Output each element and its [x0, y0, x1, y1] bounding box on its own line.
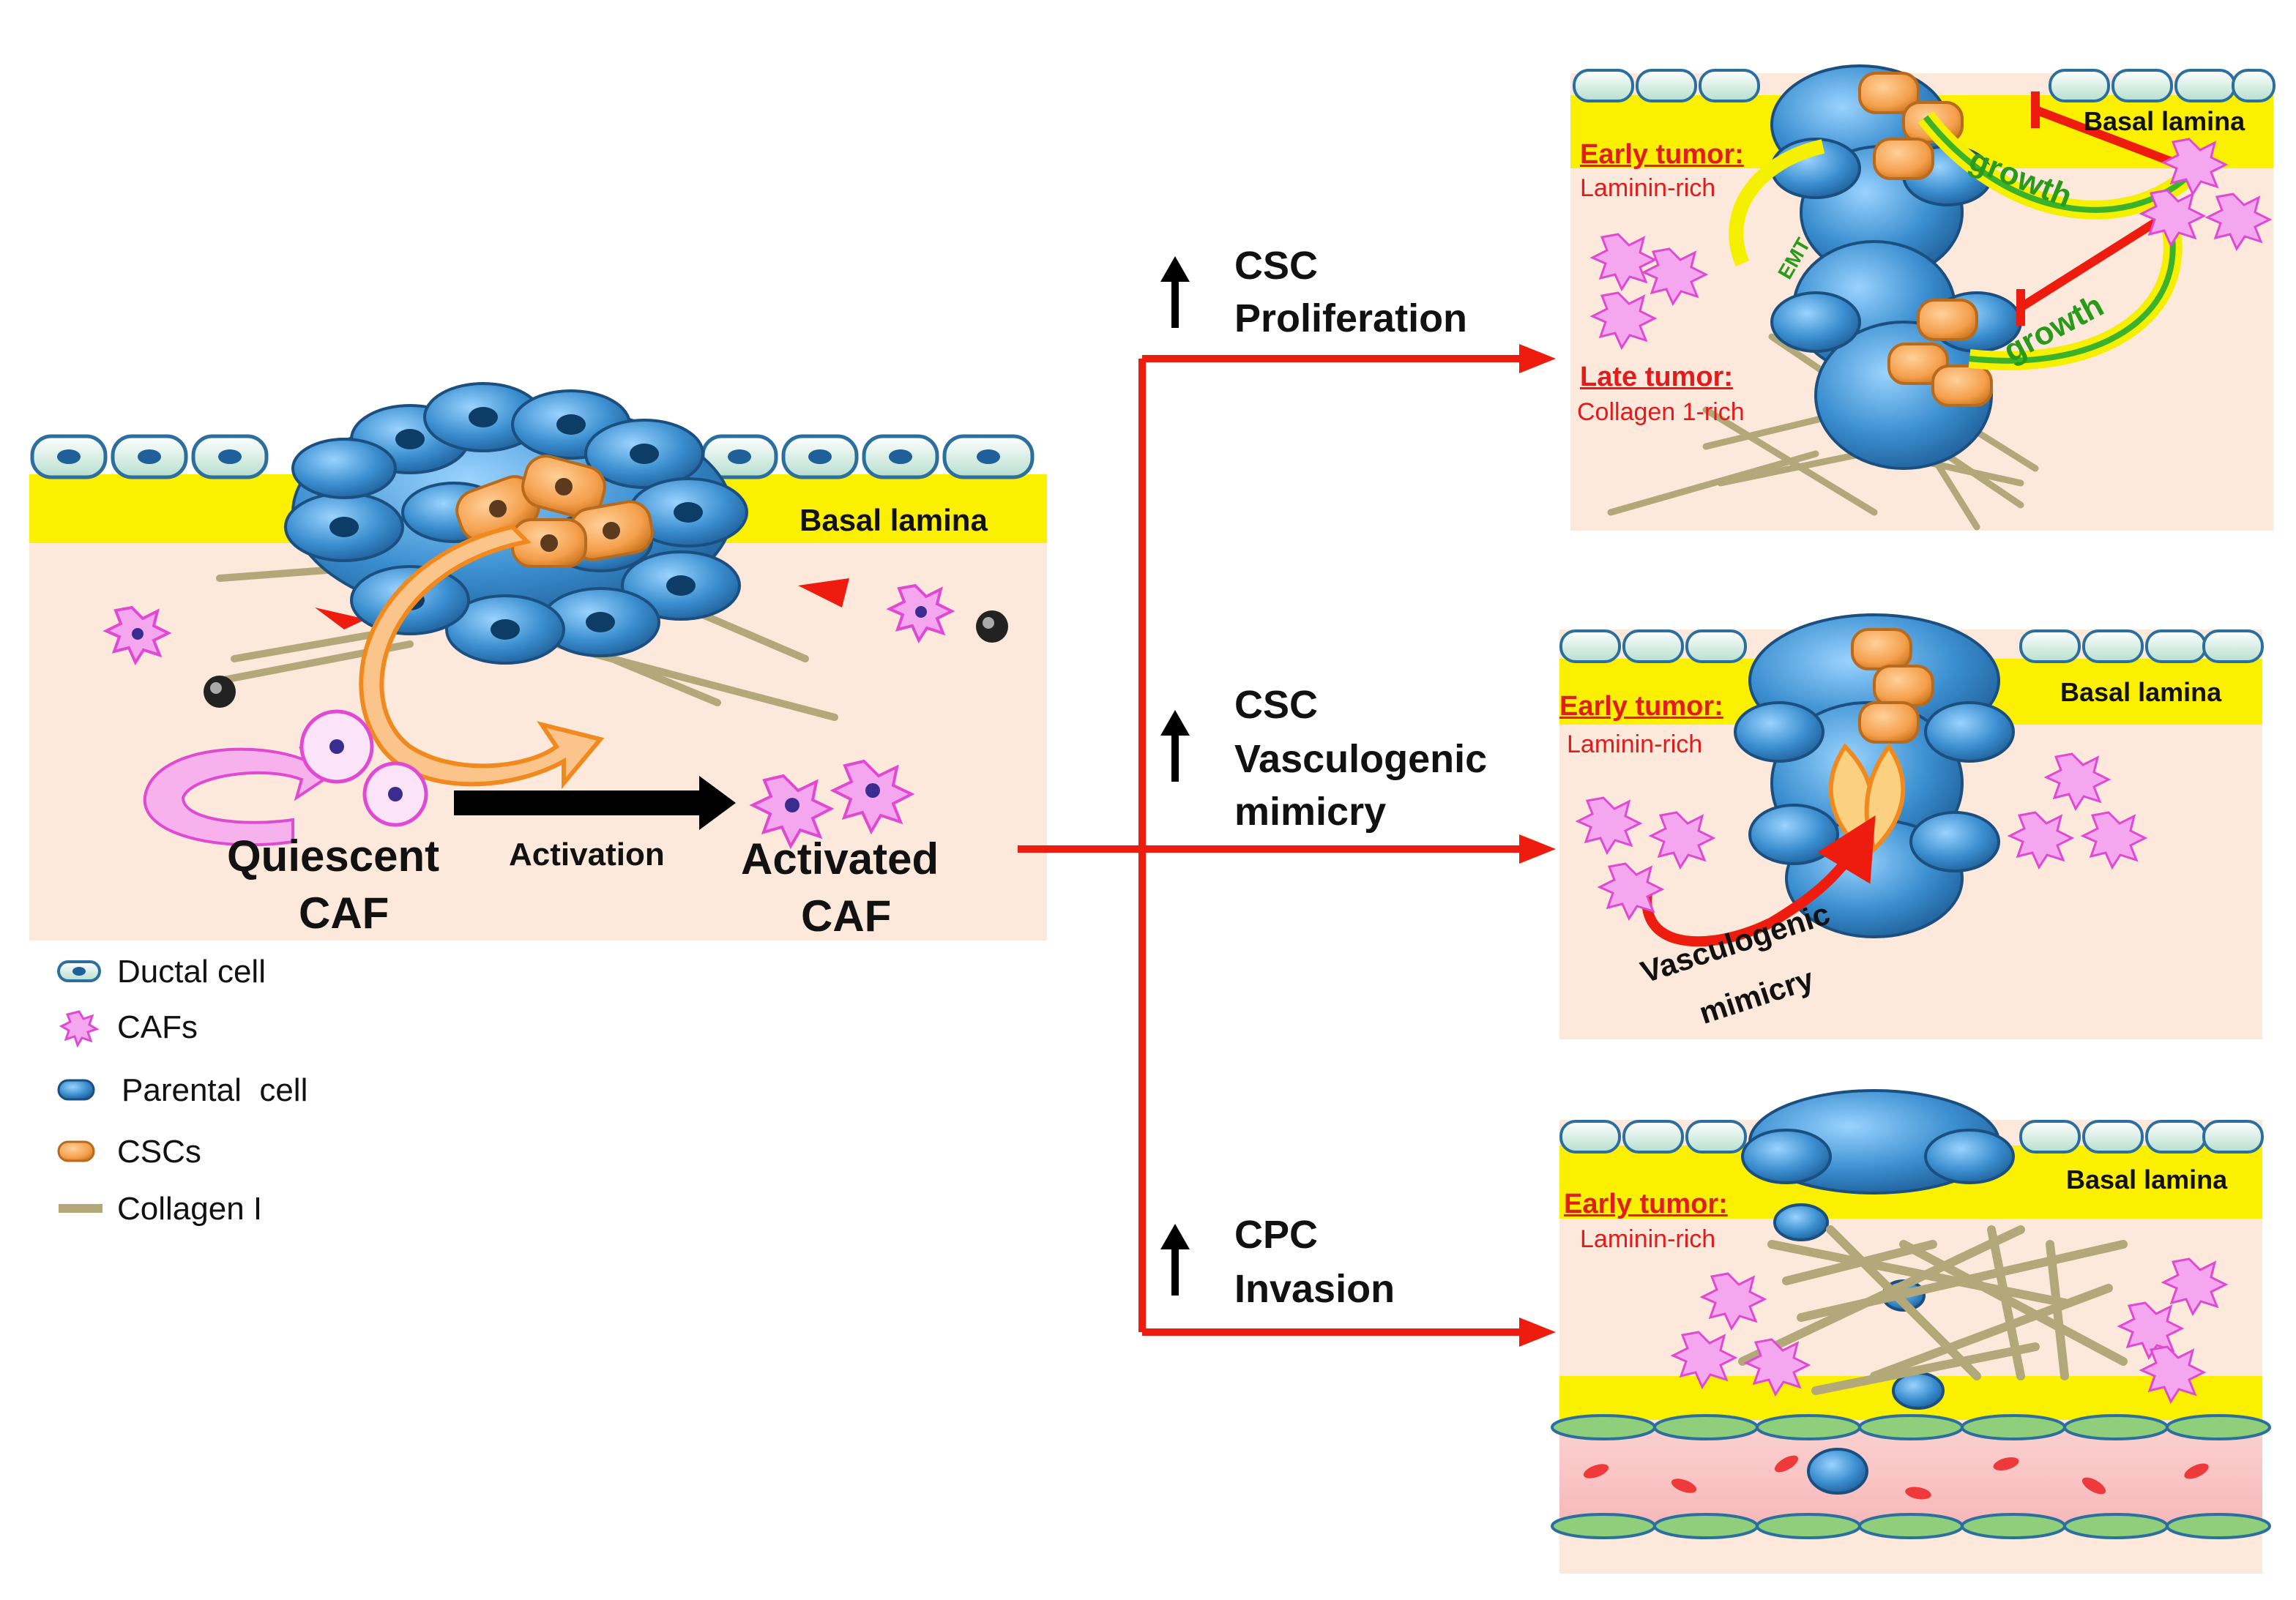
legend-collagen: Collagen I — [117, 1191, 263, 1227]
branch2-line3: mimicry — [1234, 790, 1387, 834]
panel3-laminin-rich: Laminin-rich — [1580, 1225, 1716, 1253]
up-arrows — [1160, 256, 1190, 1296]
branch3-line1: CPC — [1234, 1213, 1319, 1257]
legend-parental-cell: Parental cell — [122, 1072, 308, 1108]
panel2-basal-lamina: Basal lamina — [2060, 677, 2222, 707]
panel1-laminin-rich: Laminin-rich — [1580, 174, 1716, 202]
branch1-line2: Proliferation — [1234, 296, 1468, 340]
legend-cafs: CAFs — [117, 1009, 198, 1045]
csc-activation-arrow — [359, 524, 605, 790]
panel1-basal-lamina: Basal lamina — [2084, 106, 2245, 136]
legend-swatches — [57, 960, 102, 1213]
panel3-early-tumor: Early tumor: — [1564, 1189, 1728, 1219]
quiescent-swirl — [143, 745, 332, 847]
main-panel — [29, 382, 1047, 941]
panel-invasion — [1551, 1089, 2271, 1574]
legend-ductal-cell: Ductal cell — [117, 954, 266, 990]
panel-vasculogenic — [1559, 613, 2264, 1039]
legend-cscs: CSCs — [117, 1134, 201, 1170]
activated-caf-label: CAF — [801, 891, 892, 941]
panel2-early-tumor: Early tumor: — [1559, 691, 1723, 722]
panel-proliferation — [1570, 64, 2276, 531]
panel1-collagen-rich: Collagen 1-rich — [1577, 398, 1745, 426]
activation-arrow — [454, 776, 736, 830]
tumor-mass — [284, 382, 748, 665]
quiescent-caf-label: CAF — [299, 889, 390, 938]
basal-lamina-label: Basal lamina — [800, 503, 988, 537]
branch-arrows — [1018, 355, 1523, 1336]
branch2-line1: CSC — [1234, 683, 1319, 727]
activated-label: Activated — [741, 834, 939, 883]
branch1-line1: CSC — [1234, 244, 1319, 288]
panel1-late-tumor: Late tumor: — [1580, 362, 1733, 392]
ductal-cells — [30, 434, 1035, 479]
branch3-line2: Invasion — [1234, 1267, 1395, 1311]
quiescent-label: Quiescent — [227, 831, 440, 881]
panel2-laminin-rich: Laminin-rich — [1567, 730, 1703, 758]
panel1-early-tumor: Early tumor: — [1580, 139, 1744, 170]
branch2-line2: Vasculogenic — [1234, 737, 1488, 781]
activation-label: Activation — [509, 837, 665, 872]
panel3-basal-lamina: Basal lamina — [2066, 1165, 2228, 1195]
